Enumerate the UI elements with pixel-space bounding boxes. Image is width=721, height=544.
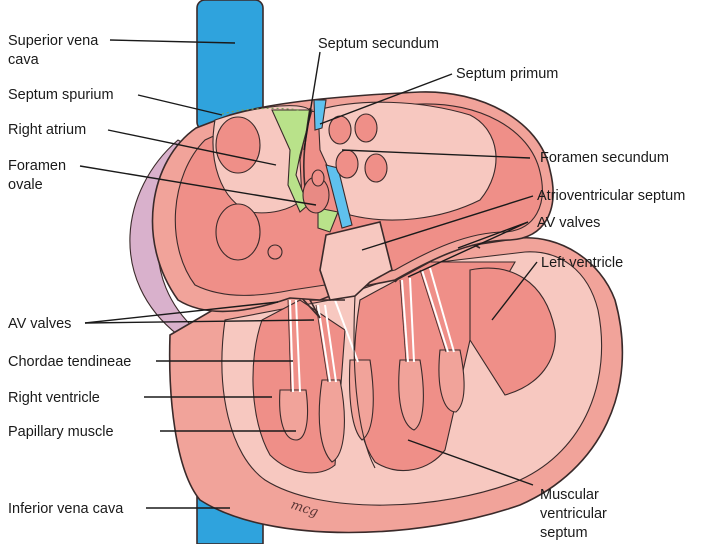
label-foramen-secundum: Foramen secundum bbox=[540, 150, 669, 166]
label-septum-spurium: Septum spurium bbox=[8, 87, 114, 103]
label-muscular-ventricular-septum-line1: Muscular bbox=[540, 487, 599, 503]
foramen-ovale-inner bbox=[312, 170, 324, 186]
label-inferior-vena-cava: Inferior vena cava bbox=[8, 501, 124, 517]
label-septum-secundum: Septum secundum bbox=[318, 36, 439, 52]
coronary-sinus-opening bbox=[268, 245, 282, 259]
label-superior-vena-cava-line1: Superior vena bbox=[8, 33, 99, 49]
pulmonary-opening-4 bbox=[365, 154, 387, 182]
label-atrioventricular-septum: Atrioventricular septum bbox=[537, 188, 685, 204]
label-chordae-tendineae: Chordae tendineae bbox=[8, 354, 131, 370]
pulmonary-opening-2 bbox=[355, 114, 377, 142]
pulmonary-opening-3 bbox=[336, 150, 358, 178]
label-septum-primum: Septum primum bbox=[456, 66, 558, 82]
right-atrium-opening-lower bbox=[216, 204, 260, 260]
label-papillary-muscle: Papillary muscle bbox=[8, 424, 114, 440]
label-av-valves-left: AV valves bbox=[8, 316, 71, 332]
label-muscular-ventricular-septum-line3: septum bbox=[540, 525, 588, 541]
label-left-ventricle: Left ventricle bbox=[541, 255, 623, 271]
right-atrium-opening-upper bbox=[216, 117, 260, 173]
label-right-ventricle: Right ventricle bbox=[8, 390, 100, 406]
label-foramen-ovale-line2: ovale bbox=[8, 177, 43, 193]
label-superior-vena-cava-line2: cava bbox=[8, 52, 40, 68]
pulmonary-opening-1 bbox=[329, 116, 351, 144]
label-right-atrium: Right atrium bbox=[8, 122, 86, 138]
label-foramen-ovale-line1: Foramen bbox=[8, 158, 66, 174]
label-av-valves-right: AV valves bbox=[537, 215, 600, 231]
label-muscular-ventricular-septum-line2: ventricular bbox=[540, 506, 607, 522]
